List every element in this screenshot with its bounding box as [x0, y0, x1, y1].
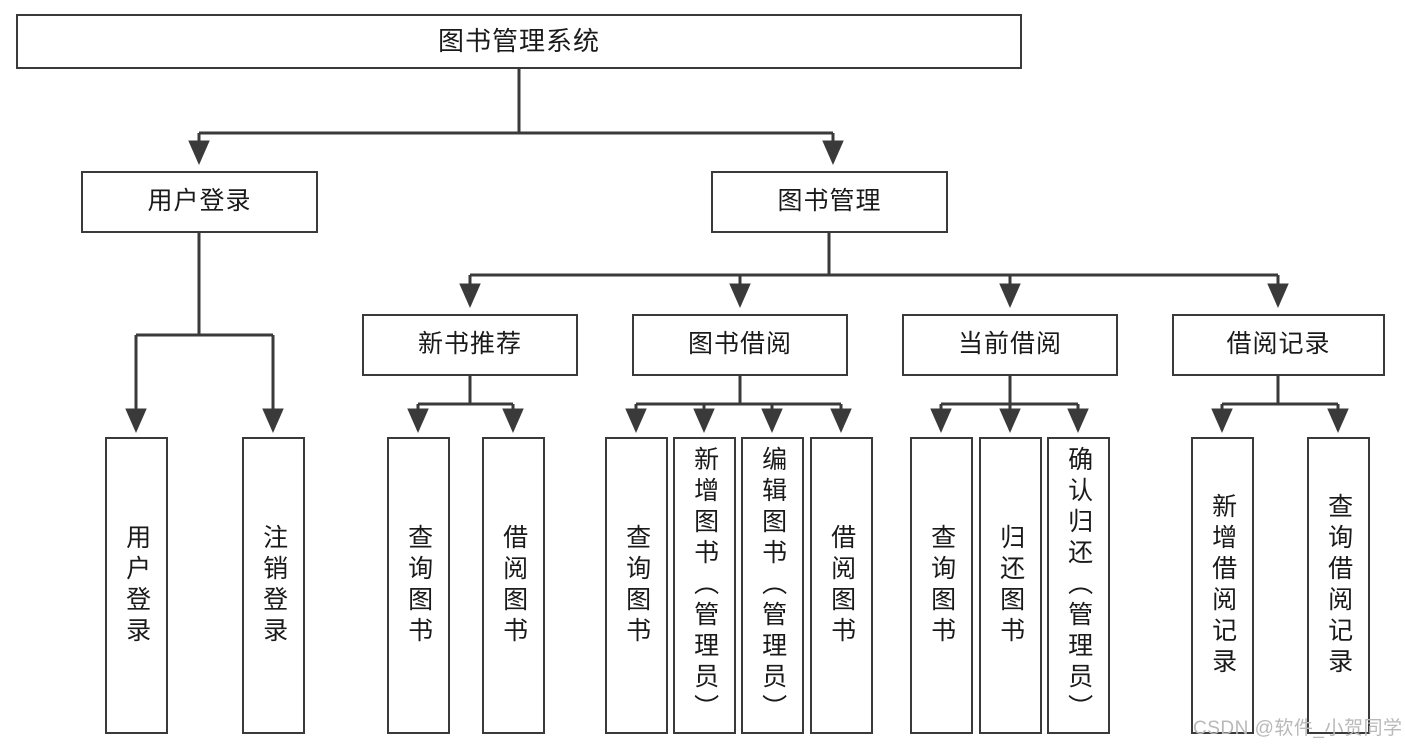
leaf-current-query-book[interactable]: 查询图书	[910, 437, 973, 734]
node-label: 查询图书	[404, 523, 433, 648]
node-user-login[interactable]: 用户登录	[81, 171, 318, 233]
leaf-current-confirm-return[interactable]: 确认归还（管理员）	[1047, 437, 1110, 734]
leaf-user-login[interactable]: 用户登录	[105, 437, 168, 734]
node-label: 新增图书（管理员）	[690, 446, 719, 725]
node-label: 编辑图书（管理员）	[758, 446, 787, 725]
node-label: 图书借阅	[687, 330, 792, 359]
node-label: 用户登录	[122, 523, 151, 648]
leaf-user-logout[interactable]: 注销登录	[242, 437, 305, 734]
node-label: 查询图书	[927, 523, 956, 648]
node-label: 借阅记录	[1226, 330, 1331, 359]
node-label: 图书管理	[777, 187, 882, 216]
node-label: 新书推荐	[417, 330, 522, 359]
watermark-text: CSDN @软件_小贺同学	[1193, 718, 1403, 739]
node-label: 查询借阅记录	[1324, 492, 1353, 679]
leaf-borrow-edit-book[interactable]: 编辑图书（管理员）	[741, 437, 804, 734]
leaf-record-add-record[interactable]: 新增借阅记录	[1191, 437, 1254, 734]
node-borrow-record[interactable]: 借阅记录	[1172, 314, 1385, 376]
node-new-book-recommend[interactable]: 新书推荐	[362, 314, 578, 376]
leaf-borrow-borrow-book[interactable]: 借阅图书	[810, 437, 873, 734]
node-label: 新增借阅记录	[1208, 492, 1237, 679]
node-label: 归还图书	[996, 523, 1025, 648]
node-label: 注销登录	[259, 523, 288, 648]
node-label: 借阅图书	[827, 523, 856, 648]
node-label: 借阅图书	[499, 523, 528, 648]
node-root-system[interactable]: 图书管理系统	[16, 14, 1022, 69]
node-label: 用户登录	[147, 187, 252, 216]
node-label: 确认归还（管理员）	[1064, 446, 1093, 725]
leaf-borrow-add-book[interactable]: 新增图书（管理员）	[673, 437, 736, 734]
leaf-borrow-query-book[interactable]: 查询图书	[605, 437, 668, 734]
leaf-current-return-book[interactable]: 归还图书	[979, 437, 1042, 734]
node-book-management[interactable]: 图书管理	[711, 171, 948, 233]
node-label: 查询图书	[622, 523, 651, 648]
node-book-borrow[interactable]: 图书借阅	[632, 314, 848, 376]
node-current-borrow[interactable]: 当前借阅	[902, 314, 1118, 376]
node-label: 图书管理系统	[437, 26, 600, 57]
node-label: 当前借阅	[957, 330, 1062, 359]
leaf-recommend-query-book[interactable]: 查询图书	[387, 437, 450, 734]
leaf-recommend-borrow-book[interactable]: 借阅图书	[482, 437, 545, 734]
leaf-record-query-record[interactable]: 查询借阅记录	[1307, 437, 1370, 734]
